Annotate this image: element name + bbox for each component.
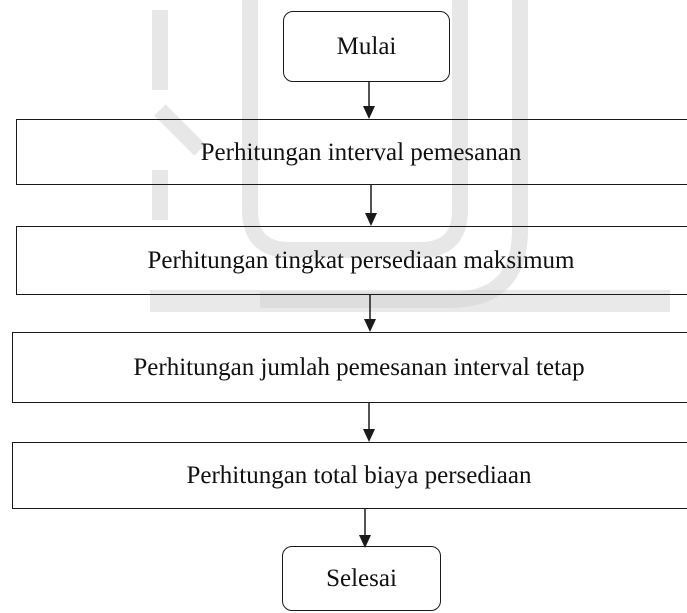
arrow-step2-to-step3 (364, 295, 376, 332)
start-terminal: Mulai (283, 11, 450, 82)
process-step-total-cost: Perhitungan total biaya persediaan (12, 442, 687, 509)
start-label: Mulai (336, 33, 397, 60)
end-label: Selesai (326, 565, 397, 592)
arrow-step1-to-step2 (365, 185, 377, 226)
arrow-start-to-step1 (363, 82, 375, 119)
arrow-step4-to-end (359, 509, 371, 548)
process-step-order-quantity: Perhitungan jumlah pemesanan interval te… (12, 332, 687, 403)
process-step-max-inventory: Perhitungan tingkat persediaan maksimum (16, 226, 687, 295)
process-step-interval: Perhitungan interval pemesanan (16, 119, 687, 185)
end-terminal: Selesai (282, 546, 441, 611)
process-step-label: Perhitungan interval pemesanan (200, 138, 522, 166)
process-step-label: Perhitungan tingkat persediaan maksimum (147, 247, 575, 274)
arrow-step3-to-step4 (363, 403, 375, 442)
process-step-label: Perhitungan total biaya persediaan (186, 462, 532, 489)
process-step-label: Perhitungan jumlah pemesanan interval te… (133, 354, 585, 381)
